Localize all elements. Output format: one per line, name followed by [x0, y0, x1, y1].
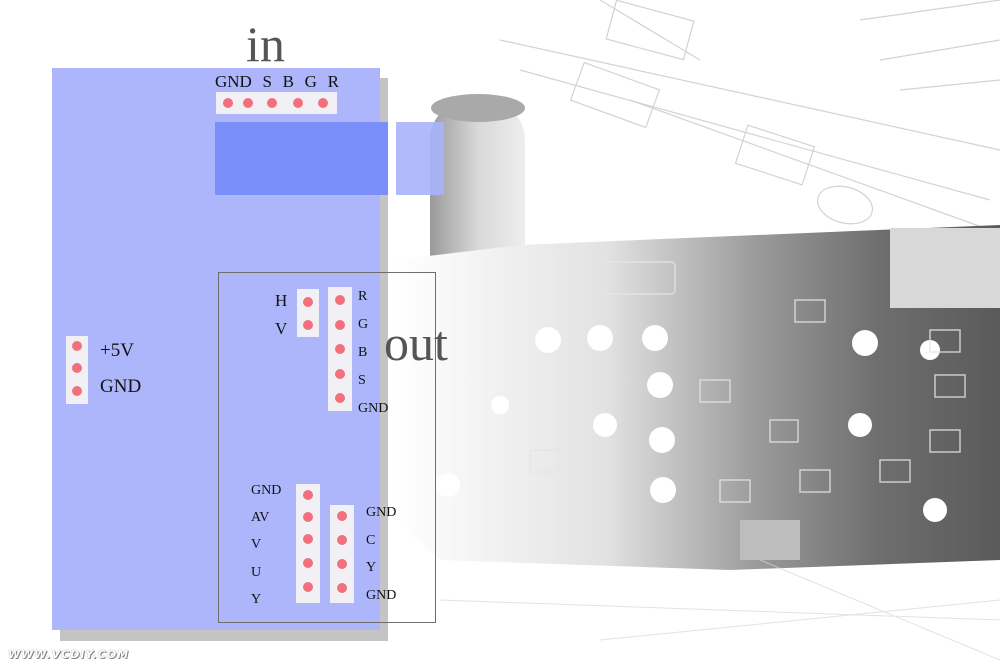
- output-title: out: [384, 315, 448, 371]
- sync-pin-header: [297, 289, 319, 337]
- pin: [335, 393, 345, 403]
- pin: [335, 295, 345, 305]
- pin: [303, 558, 313, 568]
- input-connector-block: [215, 122, 388, 195]
- av-label-av: AV: [251, 510, 270, 525]
- pin: [293, 98, 303, 108]
- pin: [337, 511, 347, 521]
- pin: [335, 320, 345, 330]
- pin: [267, 98, 277, 108]
- sync-label-h: H: [275, 291, 288, 310]
- pin: [337, 559, 347, 569]
- cy-label-gnd-bottom: GND: [366, 588, 397, 603]
- input-label-r: R: [327, 72, 339, 91]
- pin: [337, 583, 347, 593]
- pin: [303, 320, 313, 330]
- power-label-5v: +5V: [100, 340, 134, 361]
- watermark: WWW.VCDIY.COM: [8, 648, 130, 661]
- rgb-label-s: S: [358, 373, 366, 388]
- rgb-label-g: G: [358, 317, 369, 332]
- input-label-gnd: GND: [215, 72, 252, 91]
- input-pin-header: [216, 92, 337, 114]
- rgb-label-b: B: [358, 345, 368, 360]
- pin: [303, 297, 313, 307]
- pin: [243, 98, 253, 108]
- rgb-label-r: R: [358, 289, 368, 304]
- cy-output-pin-header: [330, 505, 354, 603]
- pin: [303, 534, 313, 544]
- output-frame: [218, 272, 436, 623]
- input-title: in: [246, 16, 285, 72]
- pin: [337, 535, 347, 545]
- rgb-label-gnd: GND: [358, 401, 389, 416]
- cy-label-c: C: [366, 533, 376, 548]
- pin: [303, 582, 313, 592]
- pin: [72, 363, 82, 373]
- av-label-u: U: [251, 565, 262, 580]
- rgb-output-pin-header: [328, 287, 352, 411]
- input-label-s: S: [262, 72, 272, 91]
- pin: [72, 386, 82, 396]
- input-label-b: B: [282, 72, 294, 91]
- av-label-v: V: [251, 537, 262, 552]
- av-output-pin-header: [296, 484, 320, 603]
- cy-label-gnd-top: GND: [366, 505, 397, 520]
- input-label-g: G: [304, 72, 317, 91]
- pin: [223, 98, 233, 108]
- input-header-labels: GND S B G R: [215, 73, 339, 90]
- pin: [318, 98, 328, 108]
- input-connector-tab: [396, 122, 444, 195]
- av-label-gnd: GND: [251, 483, 282, 498]
- cy-label-y: Y: [366, 560, 377, 575]
- pin: [72, 341, 82, 351]
- av-label-y: Y: [251, 592, 262, 607]
- pin: [335, 369, 345, 379]
- pin: [335, 344, 345, 354]
- pin: [303, 512, 313, 522]
- power-pin-header: [66, 336, 88, 404]
- pin: [303, 490, 313, 500]
- sync-label-v: V: [275, 319, 288, 338]
- power-label-gnd: GND: [100, 376, 142, 397]
